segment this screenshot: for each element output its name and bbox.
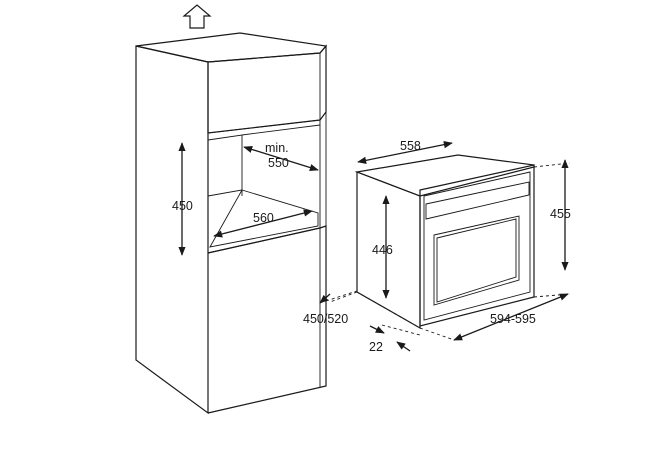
dim-label-min: min. [265, 141, 289, 155]
dim-label-558: 558 [400, 139, 421, 153]
dim-line-450-520 [319, 289, 361, 304]
dim-arrow-560 [213, 209, 313, 238]
dim-label-560: 560 [253, 211, 274, 225]
dim-arrow-550 [243, 145, 319, 172]
dim-label-446: 446 [372, 243, 393, 257]
dim-arrow-558 [357, 141, 453, 164]
dim-label-22: 22 [369, 340, 383, 354]
dim-label-450: 450 [172, 199, 193, 213]
cabinet [135, 32, 328, 415]
dim-arrow-594-595 [453, 293, 569, 341]
dim-label-450-520: 450/520 [303, 312, 348, 326]
dim-arrow-22 [369, 325, 411, 352]
up-arrow-icon [182, 4, 212, 29]
dim-label-455: 455 [550, 207, 571, 221]
dim-label-550: 550 [268, 156, 289, 170]
dim-label-594-595: 594-595 [490, 312, 536, 326]
